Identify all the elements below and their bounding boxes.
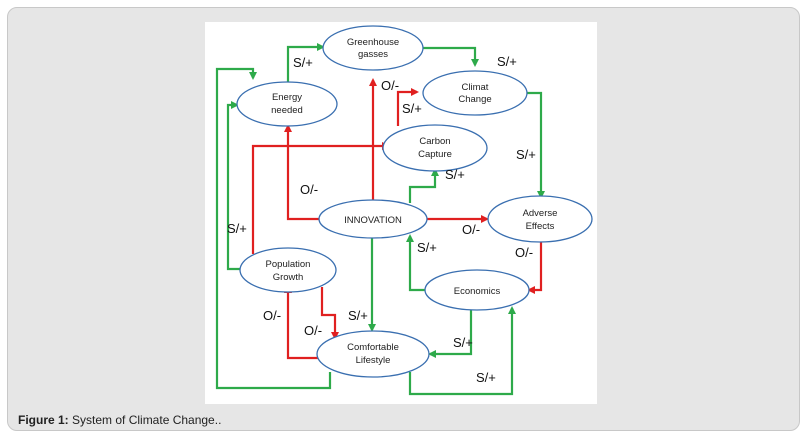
greenhouse-label-2: gasses bbox=[358, 49, 388, 60]
comfortable-label-1: Comfortable bbox=[347, 342, 399, 353]
carbon-label-1: Carbon bbox=[419, 136, 450, 147]
label-adverse-economics: O/- bbox=[515, 245, 533, 260]
node-greenhouse bbox=[322, 25, 424, 71]
label-population-comfortable: O/- bbox=[304, 323, 322, 338]
label-innovation-greenhouse: O/- bbox=[381, 78, 399, 93]
edge-adverse-economics bbox=[527, 242, 543, 294]
label-economics-comfortable: S/+ bbox=[453, 335, 473, 350]
comfortable-label-2: Lifestyle bbox=[356, 355, 391, 366]
edge-population-energy bbox=[226, 101, 240, 271]
energy-label-2: needed bbox=[271, 105, 303, 116]
edge-greenhouse-climat bbox=[423, 46, 479, 67]
population-label-1: Population bbox=[266, 259, 311, 270]
edge-climat-adverse bbox=[527, 91, 545, 199]
label-comfortable-population: O/- bbox=[263, 308, 281, 323]
economics-label: Economics bbox=[454, 286, 501, 297]
label-innovation-energy: O/- bbox=[300, 182, 318, 197]
label-energy-greenhouse: S/+ bbox=[293, 55, 313, 70]
edge-population-carbon bbox=[251, 142, 390, 254]
label-innovation-comfortable: S/+ bbox=[348, 308, 368, 323]
node-comfortable bbox=[316, 330, 430, 378]
edge-population-comfortable bbox=[320, 287, 339, 340]
edge-comfortable-energy bbox=[215, 67, 332, 390]
node-carbon bbox=[382, 124, 488, 172]
adverse-label-2: Effects bbox=[526, 221, 555, 232]
label-innovation-carbon: S/+ bbox=[445, 167, 465, 182]
climat-label-2: Change bbox=[458, 94, 491, 105]
diagram-panel: Greenhouse gasses Energy needed Climat C… bbox=[205, 22, 597, 404]
node-economics bbox=[424, 269, 530, 311]
edge-economics-innovation bbox=[406, 234, 427, 292]
label-climat-adverse: S/+ bbox=[516, 147, 536, 162]
label-greenhouse-climat: S/+ bbox=[497, 54, 517, 69]
edge-comfortable-economics bbox=[408, 306, 516, 396]
edge-innovation-energy bbox=[284, 124, 320, 221]
label-innovation-adverse: O/- bbox=[462, 222, 480, 237]
node-adverse bbox=[487, 195, 593, 243]
label-carbon-climat: S/+ bbox=[402, 101, 422, 116]
caption-label: Figure 1: bbox=[18, 413, 69, 427]
greenhouse-label-1: Greenhouse bbox=[347, 37, 399, 48]
innovation-label: INNOVATION bbox=[344, 215, 402, 226]
node-innovation bbox=[318, 199, 428, 239]
node-energy bbox=[236, 81, 338, 127]
energy-label-1: Energy bbox=[272, 92, 302, 103]
node-population bbox=[239, 247, 337, 293]
edge-comfortable-population bbox=[284, 285, 320, 360]
edge-energy-greenhouse bbox=[286, 43, 325, 82]
caption-text: System of Climate Change.. bbox=[68, 413, 222, 427]
label-economics-innovation: S/+ bbox=[417, 240, 437, 255]
edge-carbon-climat bbox=[396, 88, 419, 126]
population-label-2: Growth bbox=[273, 272, 304, 283]
edge-economics-comfortable bbox=[428, 309, 473, 358]
carbon-label-2: Capture bbox=[418, 149, 452, 160]
figure-caption: Figure 1: System of Climate Change.. bbox=[18, 413, 221, 427]
edge-innovation-carbon bbox=[408, 168, 439, 203]
climat-label-1: Climat bbox=[462, 82, 489, 93]
label-comfortable-economics: S/+ bbox=[476, 370, 496, 385]
label-population-energy: S/+ bbox=[227, 221, 247, 236]
node-climat bbox=[422, 70, 528, 116]
adverse-label-1: Adverse bbox=[523, 208, 558, 219]
climate-system-diagram: Greenhouse gasses Energy needed Climat C… bbox=[215, 25, 593, 396]
